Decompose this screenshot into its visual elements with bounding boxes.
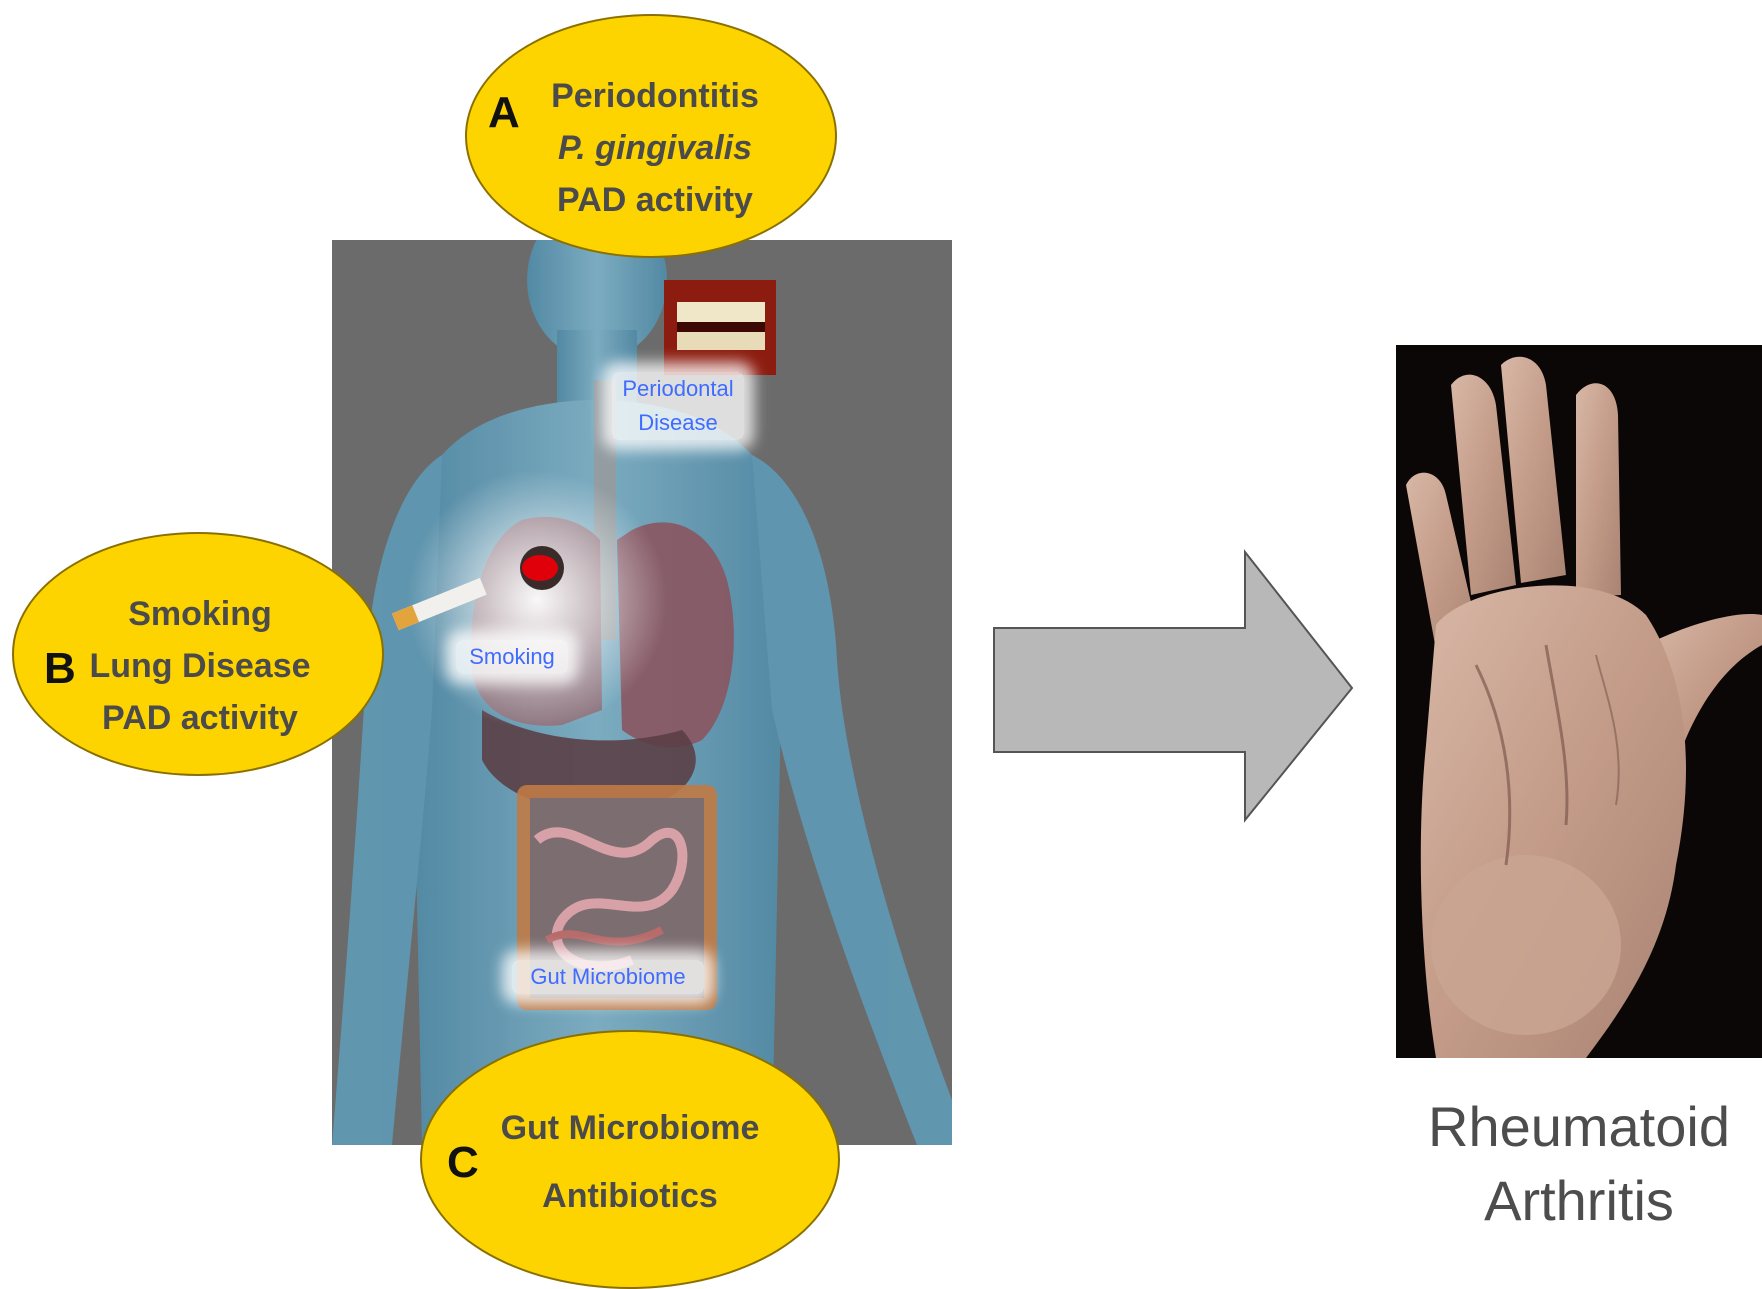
- progression-arrow: [990, 548, 1360, 828]
- inflammation-spot: [520, 546, 564, 590]
- rheumatoid-hand-photo: [1396, 345, 1762, 1058]
- ra-label-line-2: Arthritis: [1396, 1164, 1762, 1238]
- rheumatoid-arthritis-label: Rheumatoid Arthritis: [1396, 1090, 1762, 1238]
- gut-microbiome-label: Gut Microbiome: [512, 960, 704, 994]
- factor-a-letter: A: [488, 88, 520, 138]
- factor-b-line-3: PAD activity: [80, 692, 320, 744]
- factor-c-letter: C: [447, 1138, 479, 1188]
- factor-b-text: Smoking Lung Disease PAD activity: [80, 588, 320, 744]
- body-anatomy-panel: Periodontal Disease Smoking Gut Microbio…: [332, 240, 952, 1145]
- periodontal-disease-label: Periodontal Disease: [612, 372, 744, 440]
- factor-a-line-1: Periodontitis: [530, 70, 780, 122]
- factor-b-letter: B: [44, 644, 76, 694]
- ra-label-line-1: Rheumatoid: [1396, 1090, 1762, 1164]
- factor-c-text: Gut Microbiome Antibiotics: [490, 1094, 770, 1230]
- factor-c-line-2: Antibiotics: [490, 1162, 770, 1230]
- factor-a-text: Periodontitis P. gingivalis PAD activity: [530, 70, 780, 226]
- factor-b-line-1: Smoking: [80, 588, 320, 640]
- factor-a-line-2: P. gingivalis: [530, 122, 780, 174]
- factor-b-line-2: Lung Disease: [80, 640, 320, 692]
- factor-a-line-3: PAD activity: [530, 174, 780, 226]
- factor-c-line-1: Gut Microbiome: [490, 1094, 770, 1162]
- smoking-label: Smoking: [456, 640, 568, 674]
- hand-illustration: [1396, 345, 1762, 1058]
- teeth-photo-inset: [664, 280, 776, 375]
